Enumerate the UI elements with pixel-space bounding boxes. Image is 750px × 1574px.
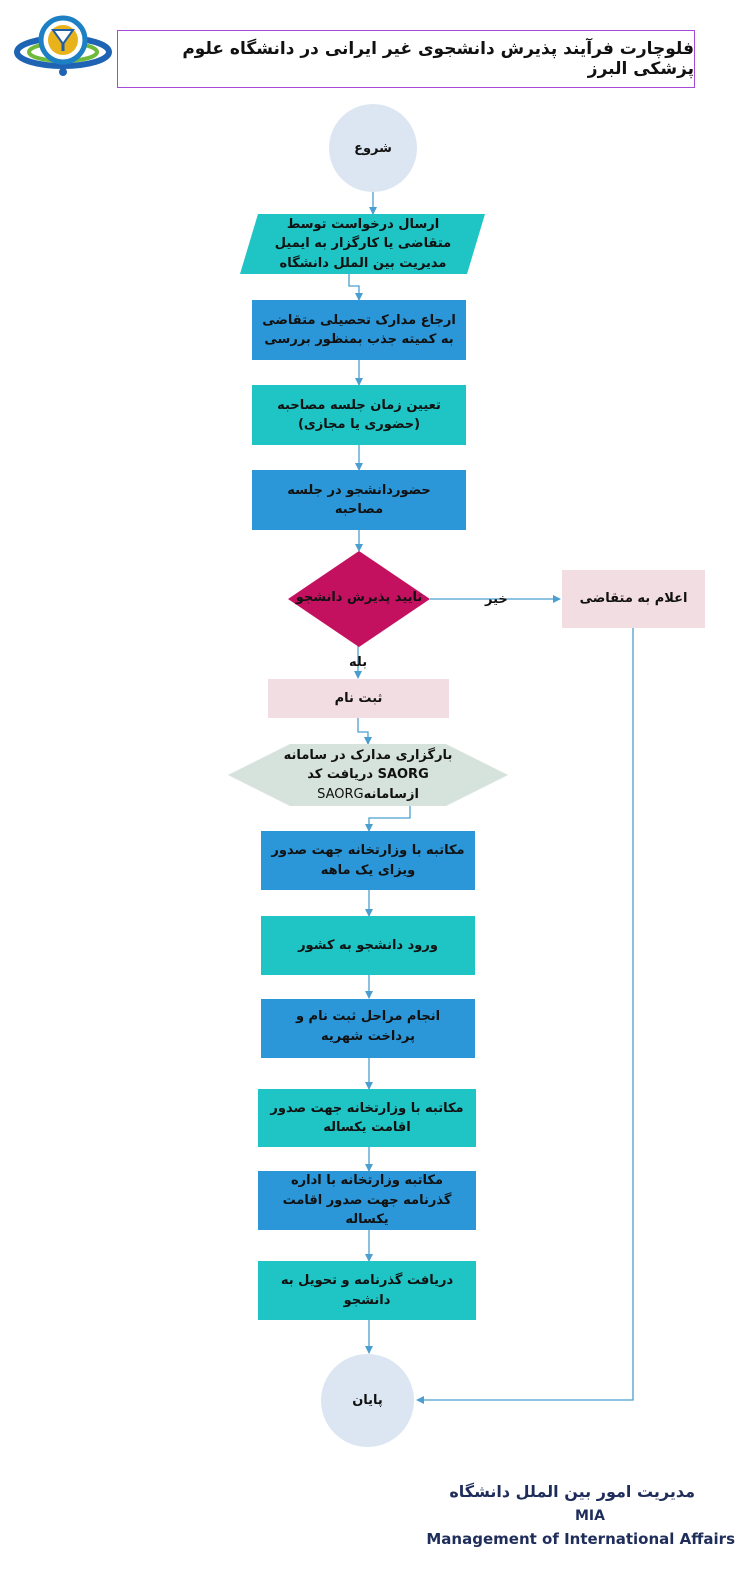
start-label: شروع bbox=[354, 140, 392, 156]
connector-notify-end bbox=[416, 628, 634, 1404]
page-title: فلوچارت فرآیند پذیرش دانشجوی غیر ایرانی … bbox=[117, 30, 695, 88]
refer-label: ارجاع مدارک تحصیلی متقاضی به کمیته جذب ب… bbox=[262, 312, 456, 348]
request-label: ارسال درخواست توسط متقاضی یا کارگزار به … bbox=[274, 216, 452, 271]
notify-label: اعلام به متقاضی bbox=[579, 591, 688, 607]
footer-org-name: مدیریت امور بین الملل دانشگاه bbox=[449, 1482, 695, 1501]
visa-label: مکاتبه با وزارتخانه جهت صدور ویزای یک ما… bbox=[271, 843, 465, 878]
footer-english-name: Management of International Affairs bbox=[426, 1530, 735, 1548]
register-label: ثبت نام bbox=[334, 690, 383, 706]
passport-office-label: مکاتبه وزارتخانه با اداره گذرنامه جهت صد… bbox=[282, 1173, 452, 1228]
deliver-node: دریافت گذرنامه و تحویل به دانشجو bbox=[258, 1261, 476, 1320]
request-node: ارسال درخواست توسط متقاضی یا کارگزار به … bbox=[258, 214, 468, 274]
university-logo bbox=[14, 15, 112, 76]
attend-label: حضوردانشجو در جلسه مصاحبه bbox=[287, 482, 431, 518]
notify-node: اعلام به متقاضی bbox=[562, 570, 705, 628]
connector-request-refer bbox=[348, 274, 363, 301]
upload-label-line2: SAORG دریافت کد ازسامانهSAORG bbox=[278, 765, 458, 804]
entry-label: ورود دانشجو به کشور bbox=[298, 937, 438, 953]
end-label: پایان bbox=[352, 1393, 383, 1408]
residence-node: مکاتبه با وزارتخانه جهت صدور اقامت یکسال… bbox=[258, 1089, 476, 1147]
deliver-label: دریافت گذرنامه و تحویل به دانشجو bbox=[280, 1273, 454, 1308]
schedule-label-line1: تعیین زمان جلسه مصاحبه bbox=[277, 397, 441, 413]
attend-node: حضوردانشجو در جلسه مصاحبه bbox=[252, 470, 466, 530]
connector-upload-visa bbox=[365, 806, 411, 832]
tuition-node: انجام مراحل ثبت نام و پرداخت شهریه bbox=[261, 999, 475, 1058]
entry-node: ورود دانشجو به کشور bbox=[261, 916, 475, 975]
footer-acronym: MIA bbox=[575, 1508, 605, 1524]
upload-node-shape bbox=[228, 744, 508, 806]
yes-label: بله bbox=[349, 655, 368, 670]
start-node: شروع bbox=[329, 104, 417, 192]
upload-label-line2-tail: SAORG bbox=[317, 786, 364, 802]
register-node: ثبت نام bbox=[268, 679, 449, 718]
tuition-label: انجام مراحل ثبت نام و پرداخت شهریه bbox=[295, 1009, 441, 1044]
decision-node-shape bbox=[288, 551, 430, 647]
no-label: خیر bbox=[485, 592, 508, 607]
schedule-node: تعیین زمان جلسه مصاحبه (حضوری یا مجازی) bbox=[252, 385, 466, 445]
end-node: پایان bbox=[321, 1354, 414, 1447]
upload-label-line2-bold: SAORG دریافت کد ازسامانه bbox=[307, 767, 429, 802]
passport-office-node: مکاتبه وزارتخانه با اداره گذرنامه جهت صد… bbox=[258, 1171, 476, 1230]
schedule-label-line2: (حضوری یا مجازی) bbox=[297, 417, 421, 432]
refer-node: ارجاع مدارک تحصیلی متقاضی به کمیته جذب ب… bbox=[252, 300, 466, 360]
upload-label-line1: بارگزاری مدارک در سامانه bbox=[283, 747, 453, 763]
request-node-shape bbox=[240, 214, 485, 274]
visa-node: مکاتبه با وزارتخانه جهت صدور ویزای یک ما… bbox=[261, 831, 475, 890]
upload-node: بارگزاری مدارک در سامانه SAORG دریافت کد… bbox=[268, 747, 468, 803]
connector-register-upload bbox=[357, 718, 372, 745]
decision-label: تایید پذیرش دانشجو bbox=[295, 590, 423, 605]
residence-label: مکاتبه با وزارتخانه جهت صدور اقامت یکسال… bbox=[270, 1100, 464, 1136]
